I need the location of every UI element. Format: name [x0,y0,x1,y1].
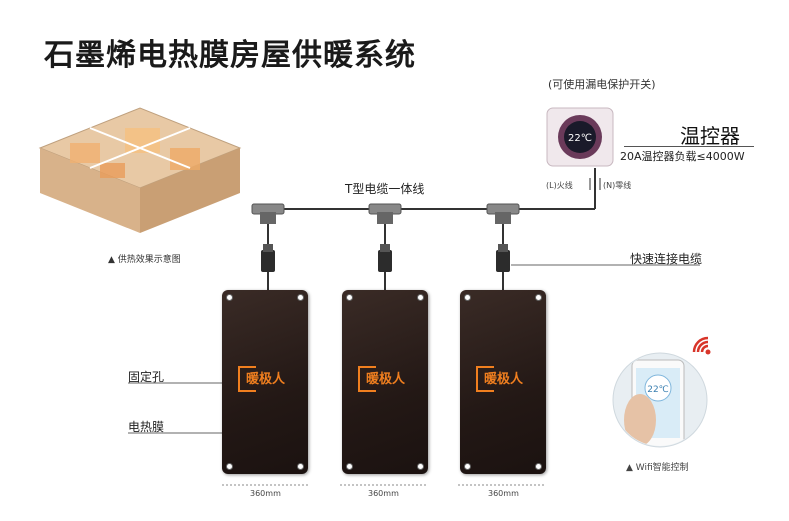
house-illustration [38,107,242,233]
heating-film-panel: 暖极人 [460,290,546,474]
wifi-app-display: 22℃ [647,385,669,395]
quick-connector [496,244,510,272]
thermostat-spec: 20A温控器负载≤4000W [620,150,745,163]
fix-hole [535,463,542,470]
house-caption: ▲ 供热效果示意图 [108,255,181,265]
fix-hole [226,463,233,470]
fix-hole [417,294,424,301]
live-wire-label: (L)火线 [546,181,573,190]
brand-logo: 暖极人 [358,366,416,392]
film-label: 电热膜 [128,420,165,434]
fix-hole [535,294,542,301]
fix-hole [346,463,353,470]
cable-label: T型电缆一体线 [345,182,425,196]
protection-note: (可使用漏电保护开关) [548,78,656,91]
fix-hole-label: 固定孔 [128,370,165,384]
neutral-wire-label: (N)零线 [603,181,632,190]
thermostat-label: 温控器 [680,124,740,148]
connector-label: 快速连接电缆 [630,252,703,266]
wifi-caption: ▲ Wifi智能控制 [626,463,689,473]
wifi-signal-icon [692,336,711,355]
quick-connector [261,244,275,272]
fix-hole [464,463,471,470]
fix-hole [346,294,353,301]
quick-connector [378,244,392,272]
panel-width-label: 360mm [368,489,399,498]
t-connector [368,203,402,224]
brand-logo: 暖极人 [476,366,534,392]
panel-width-label: 360mm [488,489,519,498]
fix-hole [297,463,304,470]
heating-film-panel: 暖极人 [342,290,428,474]
smartphone-illustration: 22℃ [612,352,708,448]
t-connector [486,203,520,224]
page-title: 石墨烯电热膜房屋供暖系统 [44,38,416,73]
thermostat-divider [624,146,754,147]
fix-hole [297,294,304,301]
t-connector [251,203,285,224]
fix-hole [417,463,424,470]
brand-logo: 暖极人 [238,366,296,392]
thermostat-display: 22℃ [568,133,592,144]
heating-film-panel: 暖极人 [222,290,308,474]
thermostat-device[interactable]: 22℃ [545,106,615,168]
panel-width-label: 360mm [250,489,281,498]
fix-hole [464,294,471,301]
fix-hole [226,294,233,301]
